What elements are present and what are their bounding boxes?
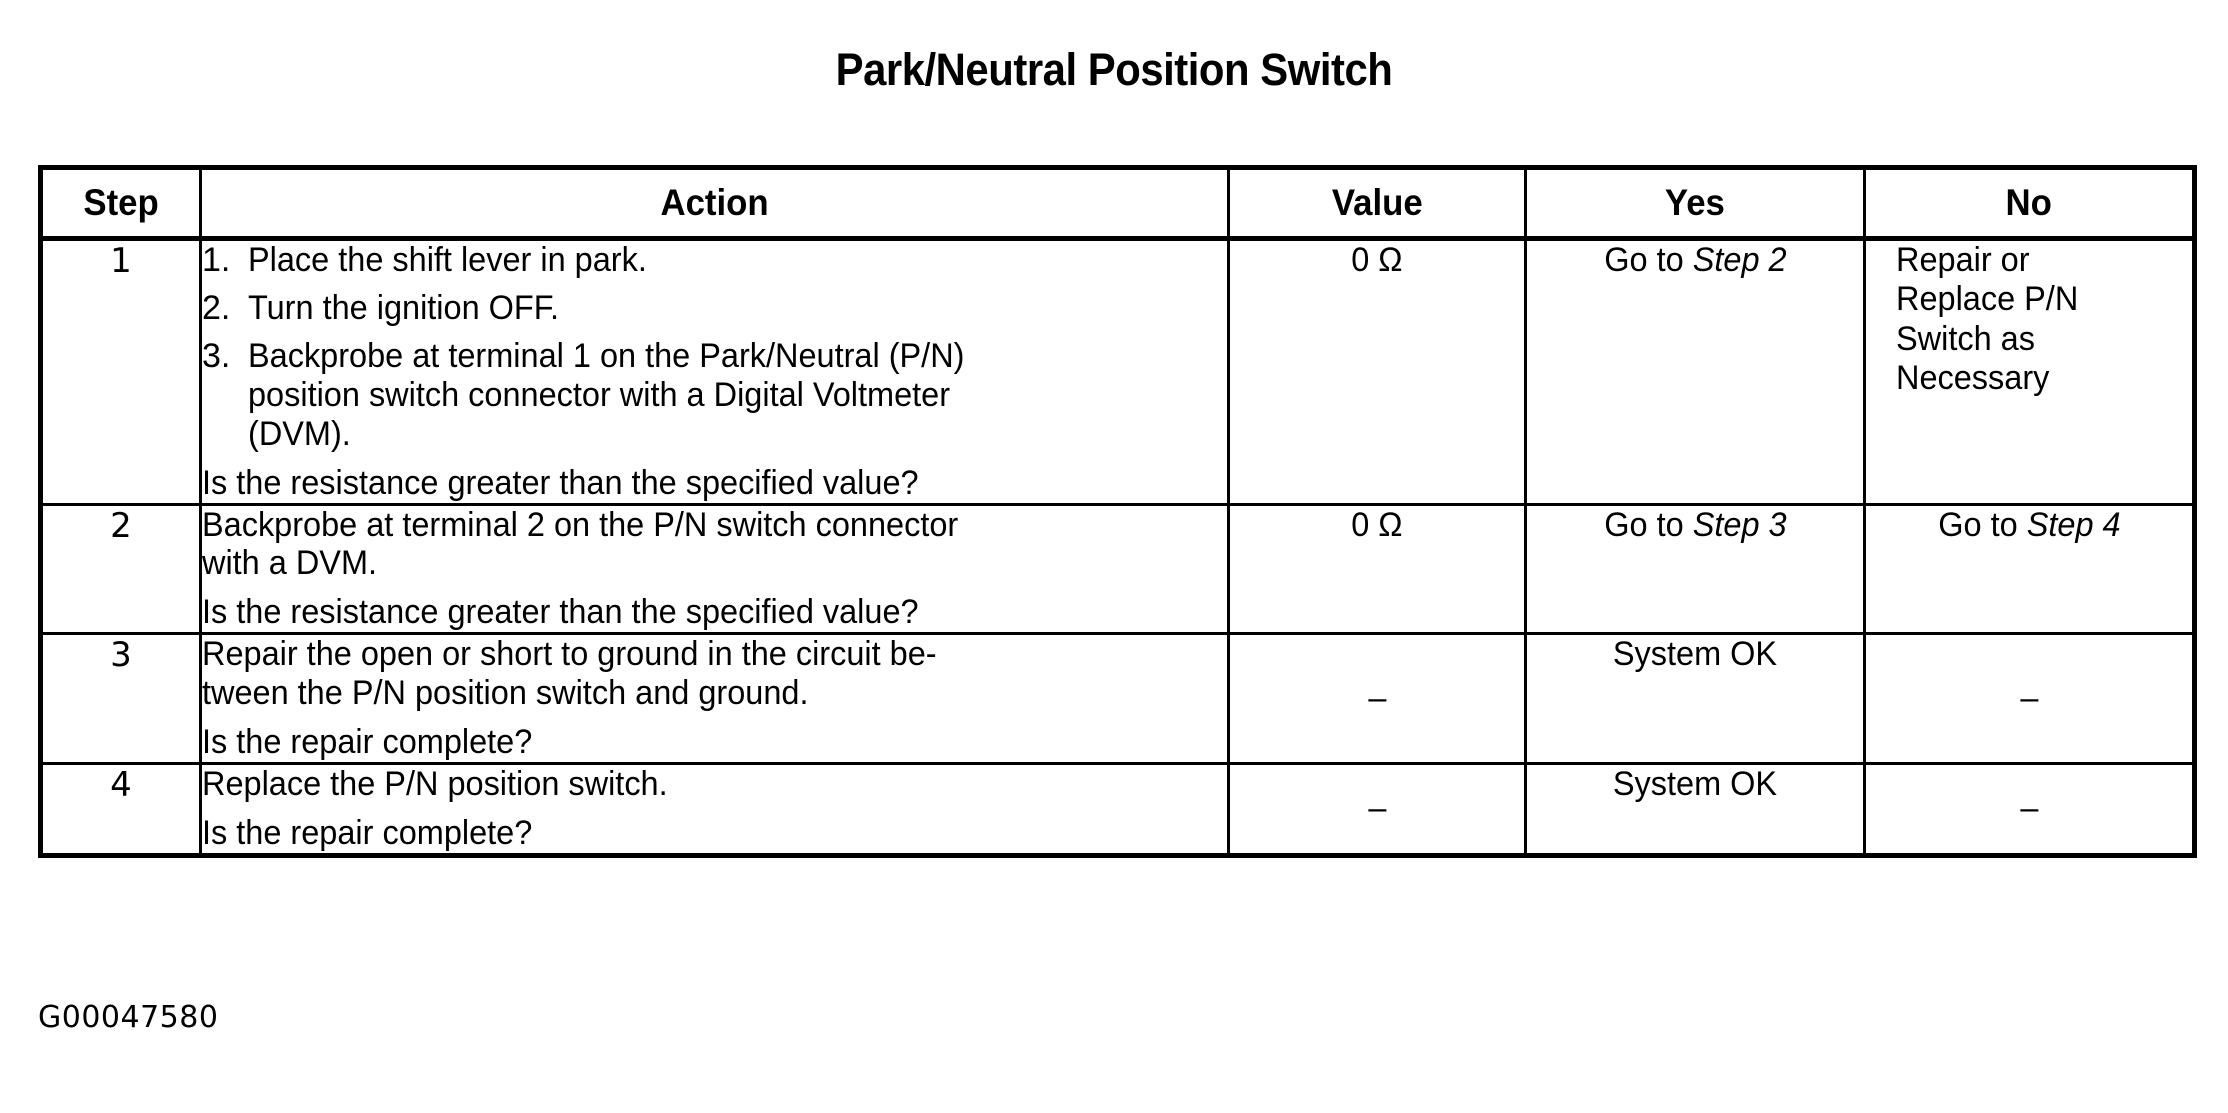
column-header-no: No [1863, 166, 2196, 241]
action-question: Is the resistance greater than the speci… [202, 463, 919, 502]
no-text-line: Necessary [1896, 359, 2050, 398]
action-text-line: Backprobe at terminal 2 on the P/N switc… [202, 505, 959, 544]
goto-reference: Go to Step 2 [1603, 241, 1787, 279]
no-cell: – [1863, 632, 2196, 766]
page-title: Park/Neutral Position Switch [835, 44, 1393, 95]
action-question: Is the repair complete? [202, 813, 533, 852]
value-cell: – [1227, 762, 1527, 857]
action-text-line: Turn the ignition OFF. [248, 288, 560, 327]
action-text-line: Place the shift lever in park. [248, 241, 647, 279]
action-cell: Repair the open or short to ground in th… [199, 632, 1230, 766]
value-cell: – [1227, 632, 1527, 766]
action-text-line: position switch connector with a Digital… [248, 375, 951, 414]
action-text-line: Backprobe at terminal 1 on the Park/Neut… [248, 336, 965, 375]
action-step-item: 3. Backprobe at terminal 1 on the Park/N… [202, 337, 1227, 454]
column-header-value: Value [1227, 166, 1527, 241]
action-cell: 1. Place the shift lever in park. 2. Tur… [199, 237, 1230, 506]
list-marker: 2. [202, 288, 231, 327]
diagnostic-table: Step Action Value Yes No 1 1. Place the … [38, 165, 2197, 858]
step-reference: Step 4 [2026, 505, 2121, 544]
table-row: 4 Replace the P/N position switch. Is th… [39, 762, 2196, 857]
yes-cell: Go to Step 3 [1524, 502, 1866, 636]
no-cell: Repair or Replace P/N Switch as Necessar… [1863, 237, 2196, 506]
value-cell: 0 Ω [1227, 237, 1527, 506]
table-row: 3 Repair the open or short to ground in … [39, 632, 2196, 766]
action-question: Is the repair complete? [202, 723, 533, 762]
step-number: 4 [39, 762, 202, 857]
yes-cell: System OK [1524, 632, 1866, 766]
no-text-line: Switch as [1896, 319, 2035, 358]
action-text-block: Backprobe at terminal 2 on the P/N switc… [202, 506, 1227, 584]
action-text-line: Replace the P/N position switch. [202, 765, 668, 804]
value-cell: 0 Ω [1227, 502, 1527, 636]
action-step-item: 1. Place the shift lever in park. [202, 241, 1227, 280]
table-row: 2 Backprobe at terminal 2 on the P/N swi… [39, 502, 2196, 636]
action-text-line: with a DVM. [202, 544, 378, 583]
list-marker: 1. [202, 241, 231, 279]
goto-reference: Go to Step 4 [1937, 505, 2121, 544]
figure-reference-code: G00047580 [38, 1000, 219, 1035]
action-step-item: 2. Turn the ignition OFF. [202, 289, 1227, 328]
action-cell: Replace the P/N position switch. Is the … [199, 762, 1230, 857]
action-text-line: (DVM). [248, 414, 351, 453]
outcome-text: System OK [1612, 765, 1778, 804]
step-number: 2 [39, 502, 202, 636]
column-header-step: Step [39, 166, 202, 241]
action-text-block: Repair the open or short to ground in th… [202, 635, 1227, 713]
action-text-line: tween the P/N position switch and ground… [202, 674, 809, 713]
list-marker: 3. [202, 336, 231, 375]
yes-cell: System OK [1524, 762, 1866, 857]
step-number: 3 [39, 632, 202, 766]
no-cell: Go to Step 4 [1863, 502, 2196, 636]
step-reference: Step 3 [1692, 505, 1787, 544]
no-text-line: Repair or [1896, 241, 2030, 279]
action-question: Is the resistance greater than the speci… [202, 593, 919, 632]
goto-reference: Go to Step 3 [1603, 505, 1787, 544]
table-row: 1 1. Place the shift lever in park. 2. T… [39, 237, 2196, 506]
no-cell: – [1863, 762, 2196, 857]
column-header-yes: Yes [1524, 166, 1866, 241]
action-text-block: Replace the P/N position switch. [202, 765, 1227, 804]
no-text-line: Replace P/N [1896, 280, 2079, 319]
table-header-row: Step Action Value Yes No [39, 166, 2196, 241]
outcome-text: System OK [1612, 635, 1778, 674]
action-step-list: 1. Place the shift lever in park. 2. Tur… [202, 241, 1227, 454]
column-header-action: Action [199, 166, 1230, 241]
step-number: 1 [39, 237, 202, 506]
action-cell: Backprobe at terminal 2 on the P/N switc… [199, 502, 1230, 636]
action-text-line: Repair the open or short to ground in th… [202, 635, 937, 674]
step-reference: Step 2 [1692, 241, 1787, 279]
yes-cell: Go to Step 2 [1524, 237, 1866, 506]
